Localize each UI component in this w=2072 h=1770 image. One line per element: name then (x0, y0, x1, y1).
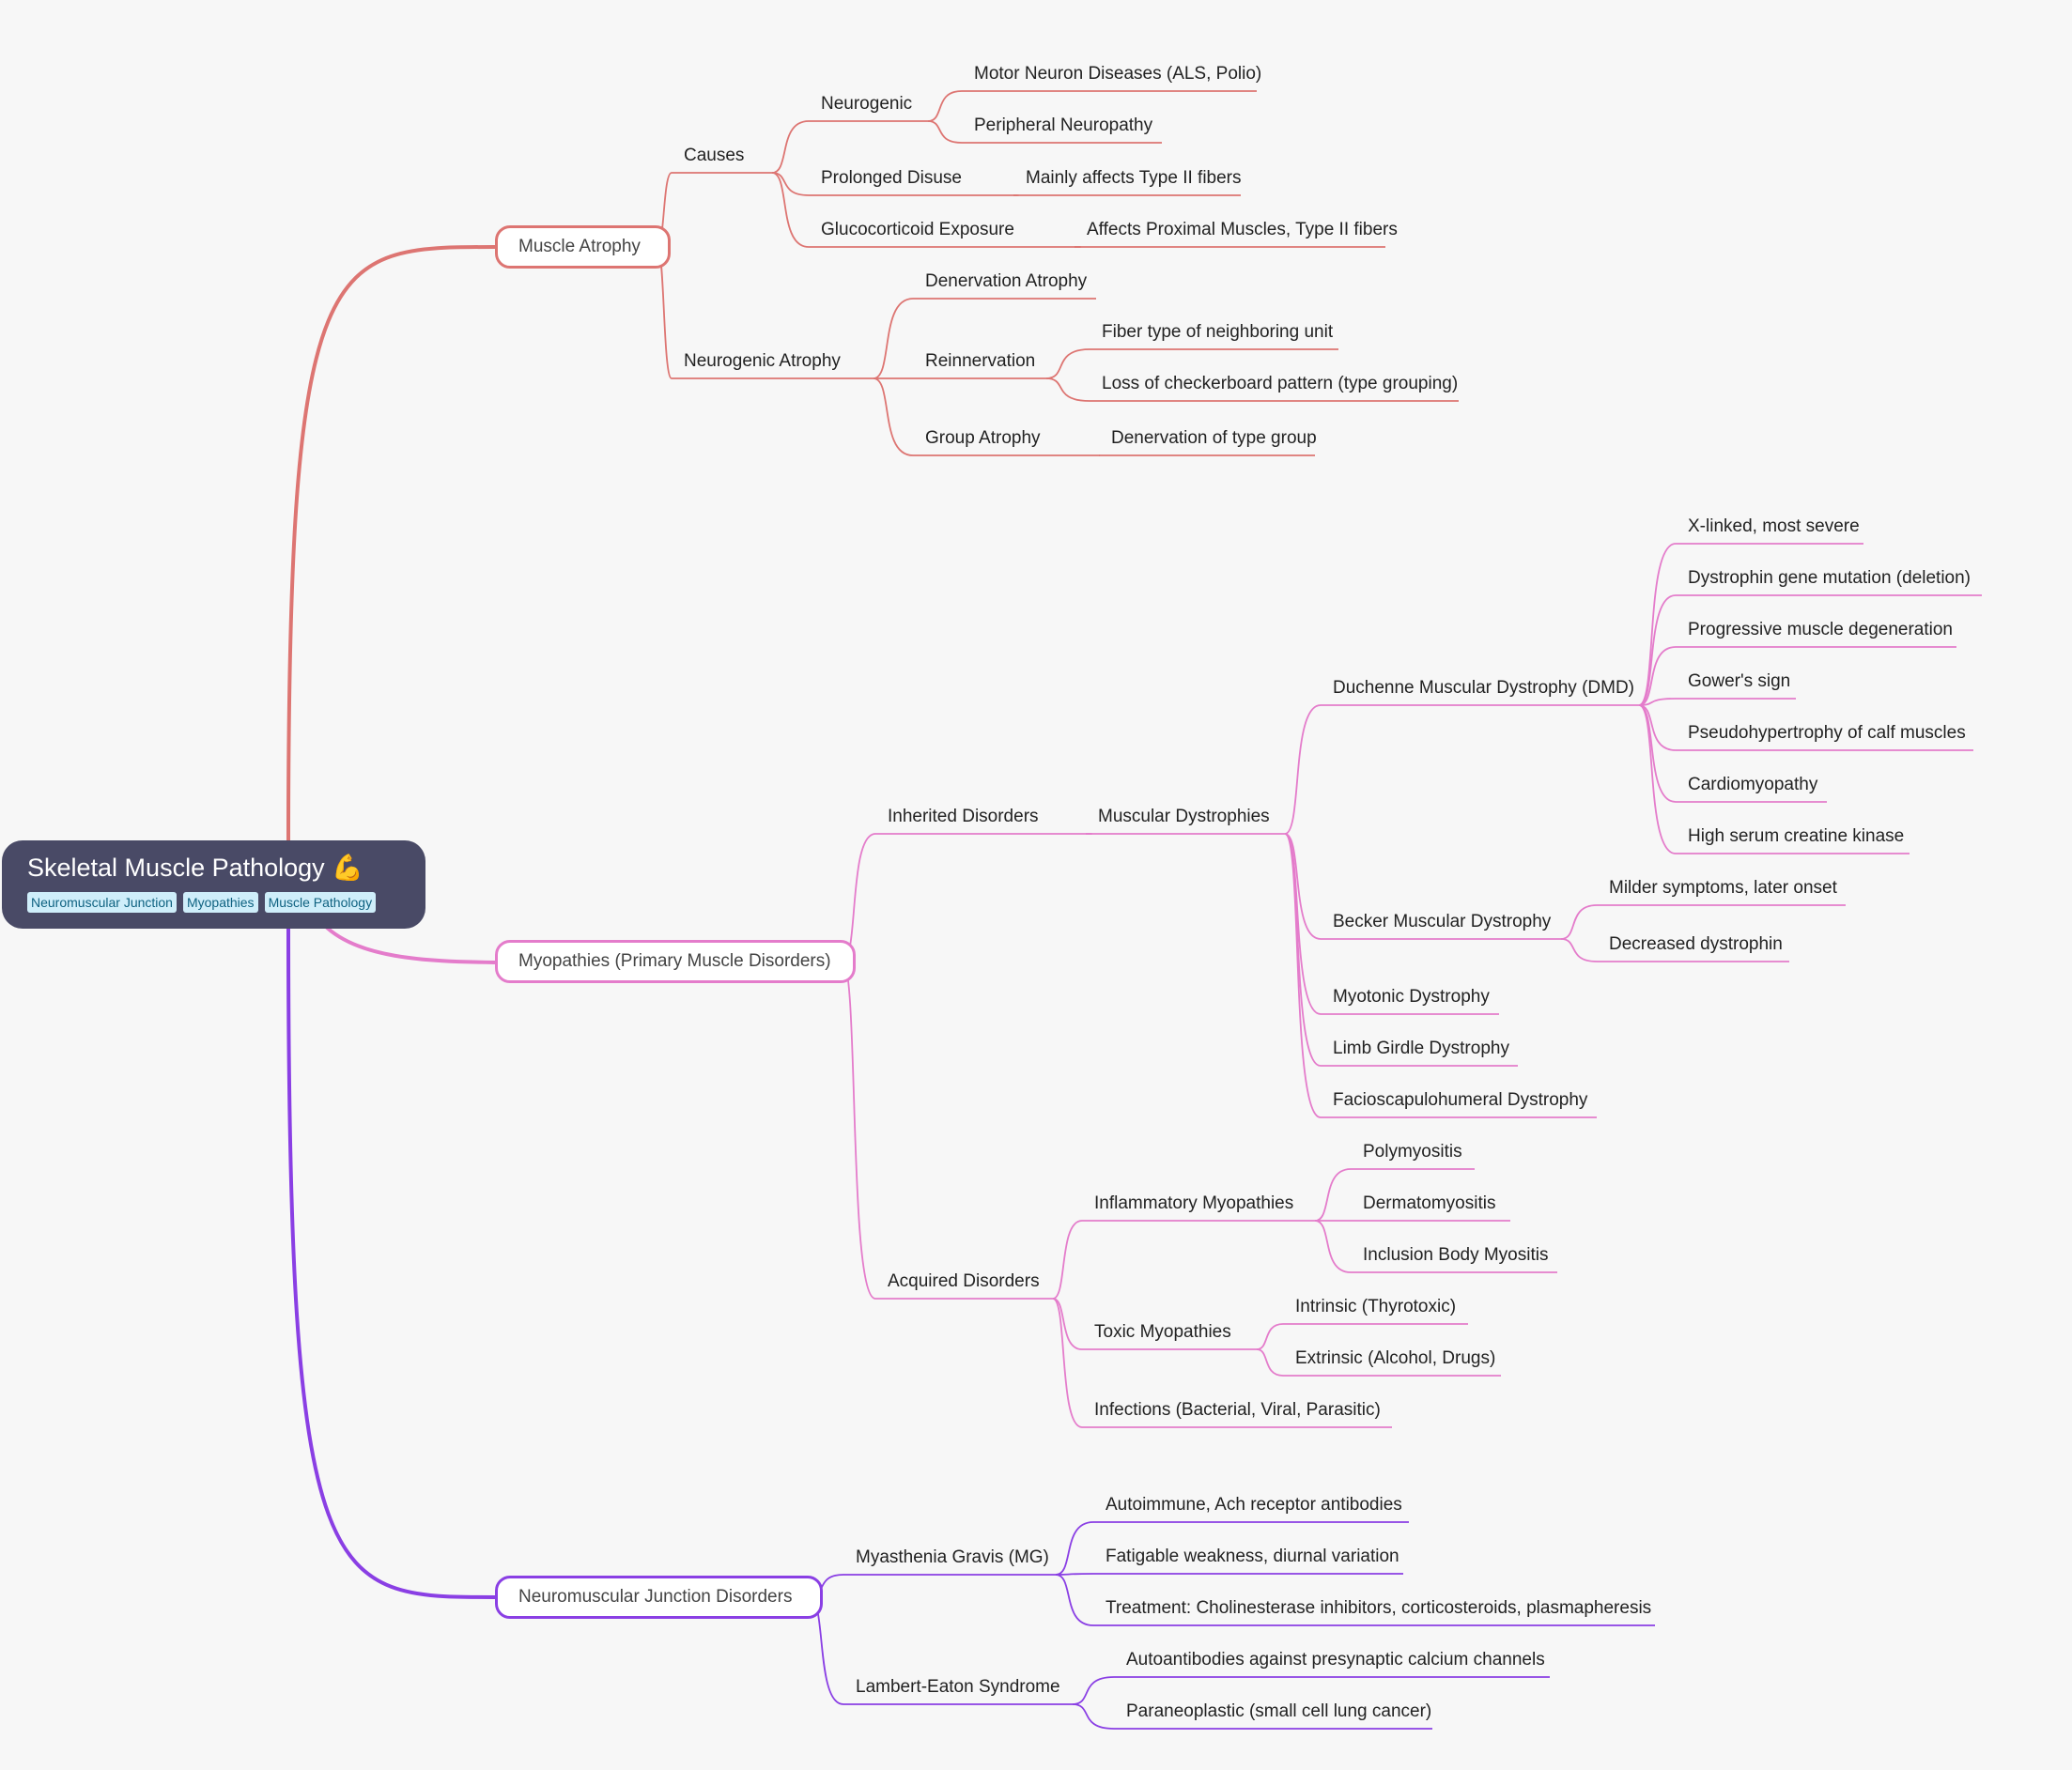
node-extrinsic[interactable]: Extrinsic (Alcohol, Drugs) (1295, 1348, 1496, 1368)
link-le-2 (1072, 1703, 1115, 1730)
root-title: Skeletal Muscle Pathology 💪 (27, 854, 363, 882)
link-becker-1 (1560, 904, 1598, 940)
node-ibm[interactable]: Inclusion Body Myositis (1363, 1245, 1549, 1265)
node-limb-girdle[interactable]: Limb Girdle Dystrophy (1333, 1039, 1509, 1058)
node-mg-1[interactable]: Autoimmune, Ach receptor antibodies (1106, 1495, 1402, 1515)
link-becker (1284, 833, 1322, 940)
link-le-1 (1072, 1676, 1115, 1705)
node-acquired[interactable]: Acquired Disorders (888, 1271, 1040, 1291)
node-infections[interactable]: Infections (Bacterial, Viral, Parasitic) (1094, 1400, 1381, 1420)
link-polymyositis (1314, 1168, 1352, 1222)
node-polymyositis[interactable]: Polymyositis (1363, 1142, 1462, 1162)
node-dmd[interactable]: Duchenne Muscular Dystrophy (DMD) (1333, 678, 1634, 698)
link-dmd-7 (1638, 704, 1677, 854)
node-denervation-group[interactable]: Denervation of type group (1111, 428, 1317, 448)
link-mg-1 (1055, 1521, 1094, 1576)
link-toxic (1052, 1298, 1083, 1350)
node-mg-3[interactable]: Treatment: Cholinesterase inhibitors, co… (1106, 1598, 1652, 1618)
trunk-myopathies (322, 923, 496, 964)
node-dmd-7[interactable]: High serum creatine kinase (1688, 826, 1905, 846)
node-dmd-6[interactable]: Cardiomyopathy (1688, 775, 1818, 794)
node-fiber-type[interactable]: Fiber type of neighboring unit (1102, 322, 1334, 342)
node-dystrophies[interactable]: Muscular Dystrophies (1098, 807, 1270, 826)
link-group-atrophy (873, 377, 914, 456)
node-inherited[interactable]: Inherited Disorders (888, 807, 1039, 826)
node-gluco-proximal[interactable]: Affects Proximal Muscles, Type II fibers (1087, 220, 1398, 239)
root-node[interactable]: Skeletal Muscle Pathology 💪 Neuromuscula… (2, 840, 425, 929)
link-dmd-5 (1638, 704, 1677, 751)
link-fsh (1284, 833, 1322, 1118)
tag-list: Neuromuscular Junction Myopathies Muscle… (27, 892, 425, 913)
node-motor-neuron[interactable]: Motor Neuron Diseases (ALS, Polio) (974, 64, 1262, 84)
tag-neuromuscular-junction[interactable]: Neuromuscular Junction (27, 892, 177, 913)
node-becker-1[interactable]: Milder symptoms, later onset (1609, 878, 1837, 898)
node-dmd-5[interactable]: Pseudohypertrophy of calf muscles (1688, 723, 1966, 743)
link-myotonic (1284, 833, 1322, 1015)
node-dmd-2[interactable]: Dystrophin gene mutation (deletion) (1688, 568, 1971, 588)
link-dmd-4 (1638, 698, 1677, 706)
node-dmd-1[interactable]: X-linked, most severe (1688, 516, 1860, 536)
node-dermatomyositis[interactable]: Dermatomyositis (1363, 1193, 1496, 1213)
link-infections (1052, 1298, 1083, 1428)
node-reinnervation[interactable]: Reinnervation (925, 351, 1036, 371)
link-acquired (842, 961, 876, 1300)
trunk-nmj (286, 928, 496, 1599)
branch-node-nmj[interactable]: Neuromuscular Junction Disorders (495, 1576, 823, 1619)
link-neurogenic (771, 120, 810, 174)
node-lambert[interactable]: Lambert-Eaton Syndrome (856, 1677, 1060, 1697)
node-causes[interactable]: Causes (684, 146, 745, 165)
link-peripheral (927, 120, 963, 144)
node-dmd-3[interactable]: Progressive muscle degeneration (1688, 620, 1953, 639)
node-disuse[interactable]: Prolonged Disuse (821, 168, 962, 188)
tag-muscle-pathology[interactable]: Muscle Pathology (264, 892, 377, 913)
node-le-1[interactable]: Autoantibodies against presynaptic calci… (1126, 1650, 1545, 1670)
node-mg-2[interactable]: Fatigable weakness, diurnal variation (1106, 1547, 1399, 1566)
node-fsh[interactable]: Facioscapulohumeral Dystrophy (1333, 1090, 1588, 1110)
node-denervation-atrophy[interactable]: Denervation Atrophy (925, 271, 1088, 291)
link-intrinsic (1256, 1323, 1284, 1350)
node-neurogenic[interactable]: Neurogenic (821, 94, 913, 114)
node-becker-2[interactable]: Decreased dystrophin (1609, 934, 1783, 954)
link-dmd-2 (1638, 594, 1677, 706)
node-mg[interactable]: Myasthenia Gravis (MG) (856, 1547, 1049, 1567)
node-inflammatory[interactable]: Inflammatory Myopathies (1094, 1193, 1294, 1213)
node-intrinsic[interactable]: Intrinsic (Thyrotoxic) (1295, 1297, 1457, 1316)
link-extrinsic (1256, 1348, 1284, 1377)
node-dmd-4[interactable]: Gower's sign (1688, 671, 1791, 691)
link-mg-3 (1055, 1574, 1094, 1626)
node-disuse-type2[interactable]: Mainly affects Type II fibers (1026, 168, 1242, 188)
tag-myopathies[interactable]: Myopathies (182, 892, 258, 913)
link-inflammatory (1052, 1220, 1083, 1300)
node-toxic[interactable]: Toxic Myopathies (1094, 1322, 1231, 1342)
branch-node-myopathies[interactable]: Myopathies (Primary Muscle Disorders) (495, 940, 856, 983)
link-fiber-type (1045, 348, 1090, 379)
link-ibm (1314, 1220, 1352, 1273)
link-denervation-atrophy (873, 298, 914, 379)
node-becker[interactable]: Becker Muscular Dystrophy (1333, 912, 1552, 931)
node-group-atrophy[interactable]: Group Atrophy (925, 428, 1041, 448)
node-neurogenic-atrophy[interactable]: Neurogenic Atrophy (684, 351, 841, 371)
node-le-2[interactable]: Paraneoplastic (small cell lung cancer) (1126, 1701, 1432, 1721)
node-myotonic[interactable]: Myotonic Dystrophy (1333, 987, 1490, 1007)
link-becker-2 (1560, 938, 1598, 962)
branch-node-atrophy[interactable]: Muscle Atrophy (495, 225, 671, 269)
link-glucocorticoid (771, 172, 810, 248)
link-dmd-3 (1638, 646, 1677, 706)
link-dmd-1 (1638, 543, 1677, 706)
node-peripheral[interactable]: Peripheral Neuropathy (974, 115, 1153, 135)
node-checkerboard[interactable]: Loss of checkerboard pattern (type group… (1102, 374, 1459, 393)
link-limb-girdle (1284, 833, 1322, 1067)
link-dmd-6 (1638, 704, 1677, 803)
link-dmd (1284, 704, 1322, 835)
link-checkerboard (1045, 377, 1090, 402)
trunk-atrophy (286, 245, 496, 841)
node-glucocorticoid[interactable]: Glucocorticoid Exposure (821, 220, 1014, 239)
link-mg-2 (1055, 1573, 1094, 1576)
link-motor-neuron (927, 90, 963, 122)
